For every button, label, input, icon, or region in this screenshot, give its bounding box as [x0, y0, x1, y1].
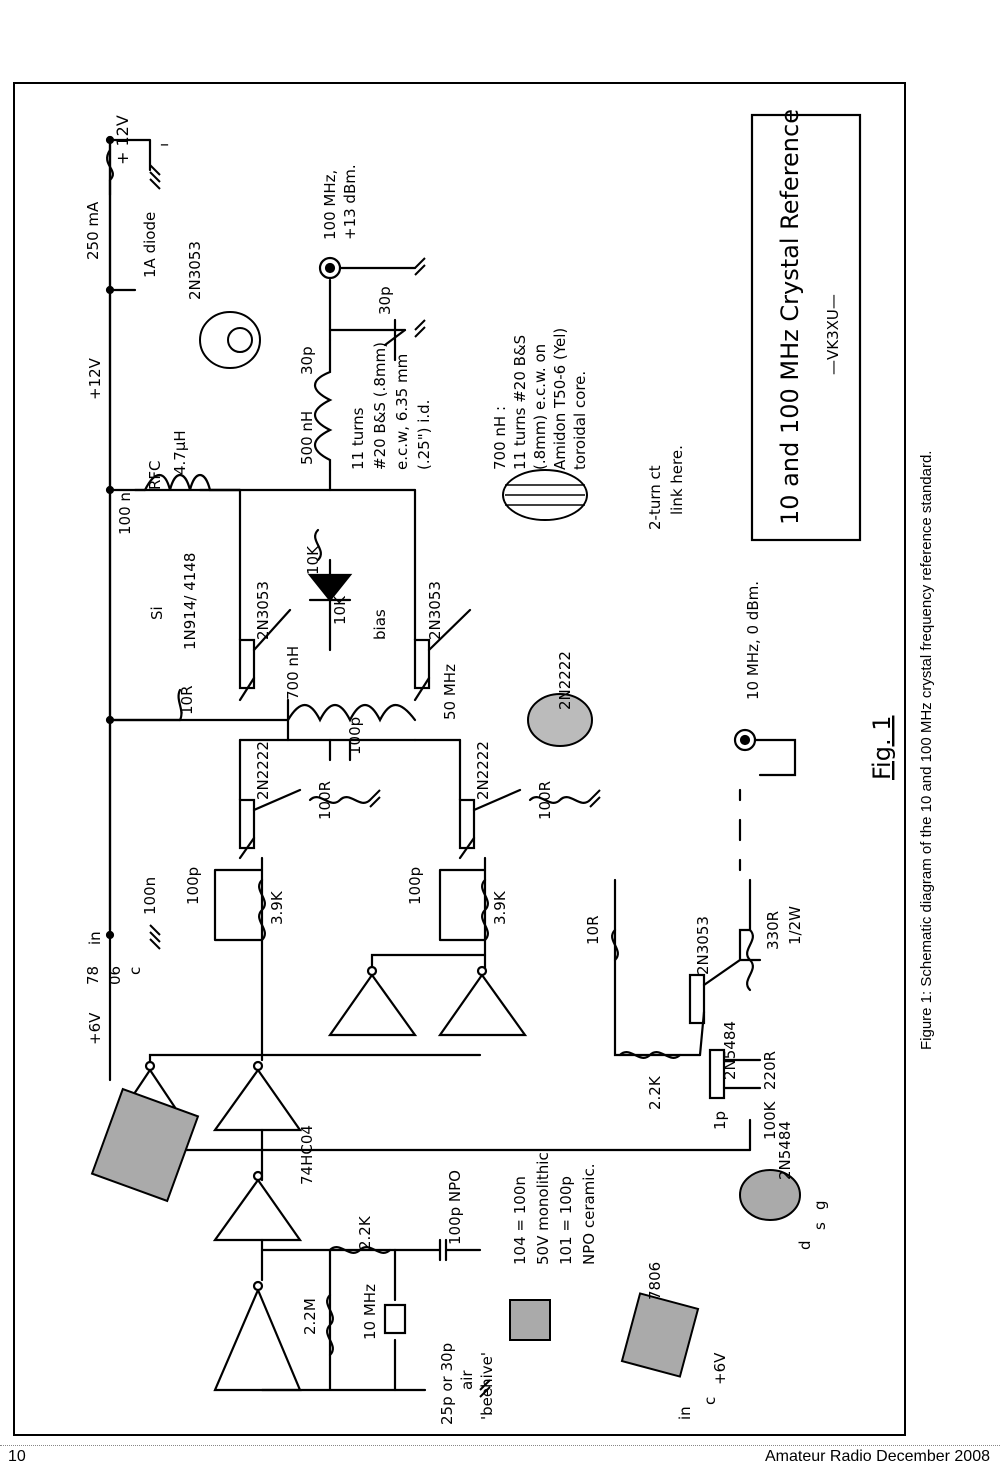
label-ctrim-1: 25p or 30p — [438, 1343, 456, 1425]
label-cap-note-1: 104 = 100n — [511, 1176, 529, 1265]
label-ctrim-3: 'beehive' — [478, 1352, 496, 1420]
label-reg-in: in — [86, 931, 104, 945]
label-diode: 1A diode — [141, 212, 159, 278]
label-q3053-pin: 2N3053 — [186, 241, 204, 300]
diagram-frame — [13, 82, 906, 1436]
label-l500: 500 nH — [298, 411, 316, 465]
label-r330r: 330R — [764, 911, 782, 950]
label-cap-100n-v: 100 n — [116, 492, 134, 535]
label-link-1: 2-turn ct — [646, 465, 664, 530]
title-text: 10 and 100 MHz Crystal Reference — [776, 109, 804, 525]
label-reg-pkg: 7806 — [646, 1262, 664, 1300]
label-c100p-b: 100p — [406, 867, 424, 905]
label-diode-si: Si — [148, 606, 166, 620]
label-q2222-pin: 2N2222 — [556, 651, 574, 710]
label-r330r-w: 1/2W — [786, 906, 804, 945]
label-fet-d: d — [796, 1240, 814, 1250]
component-packages — [90, 311, 801, 1378]
label-out-100: 100 MHz, — [321, 170, 339, 240]
label-r2k2-b: 2.2K — [356, 1215, 374, 1250]
label-r3k9-a: 3.9K — [268, 890, 286, 925]
label-q3053-c: 2N3053 — [694, 916, 712, 975]
footer-rule — [0, 1445, 1000, 1446]
label-r2k2-a: 2.2K — [646, 1075, 664, 1110]
journal-footer: Amateur Radio December 2008 — [764, 1448, 990, 1465]
label-c1p: 1p — [711, 1111, 729, 1130]
label-xtal: 10 MHz — [361, 1284, 379, 1340]
title-box — [750, 113, 862, 542]
author-text: —VK3XU— — [824, 294, 842, 375]
label-toroid-3: (.8mm) e.c.w. on — [531, 344, 549, 470]
label-reg-pin-c: c — [701, 1397, 719, 1405]
label-q3053-b: 2N3053 — [426, 581, 444, 640]
label-r3k9-b: 3.9K — [491, 890, 509, 925]
label-r100r-b: 100R — [536, 781, 554, 820]
label-ic: 74HC04 — [298, 1125, 316, 1185]
label-reg-bottom: 06 — [106, 966, 124, 985]
label-c100p-npo: 100p NPO — [446, 1170, 464, 1245]
label-fuse: 250 mA — [84, 201, 102, 260]
label-bias: bias — [371, 609, 389, 640]
label-fet-g: g — [811, 1200, 829, 1210]
label-coil-3: e.c.w, 6.35 mm — [393, 354, 411, 470]
label-r2m2: 2.2M — [301, 1298, 319, 1335]
label-freq-50: 50 MHz — [441, 664, 459, 720]
label-toroid-5: toroidal core. — [571, 371, 589, 470]
label-rfc-value: 4.7µH — [171, 430, 189, 475]
label-q2222-a: 2N2222 — [254, 741, 272, 800]
label-reg-c: c — [126, 967, 144, 975]
label-cap-note-2: 50V monolithic — [534, 1152, 552, 1265]
label-r10r-a: 10R — [178, 685, 196, 715]
label-cap-note-4: NPO ceramic. — [580, 1164, 598, 1265]
label-r220r: 220R — [761, 1051, 779, 1090]
page-number: 10 — [8, 1448, 26, 1465]
label-q3053-a: 2N3053 — [254, 581, 272, 640]
label-coil-1: 11 turns — [349, 407, 367, 470]
label-diode-type: 1N914/ 4148 — [181, 553, 199, 650]
label-q5484: 2N5484 — [721, 1021, 739, 1080]
label-r10k-a: 10K — [304, 545, 322, 575]
label-toroid-4: Amidon T50-6 (Yel) — [551, 328, 569, 470]
label-r10k-b: 10K — [331, 595, 349, 625]
label-reg-top: 78 — [84, 966, 102, 985]
label-r100k: 100K — [761, 1100, 779, 1140]
label-c100p-c: 100p — [346, 717, 364, 755]
label-cap-note-3: 101 = 100p — [557, 1176, 575, 1265]
figure-caption: Figure 1: Schematic diagram of the 10 an… — [918, 450, 935, 1050]
label-coil-2: #20 B&S (.8mm) — [371, 342, 389, 470]
label-toroid-1: 700 nH : — [491, 406, 509, 470]
label-l700: 700 nH — [284, 646, 302, 700]
label-fet-s: s — [811, 1222, 829, 1230]
label-out-100-level: +13 dBm. — [341, 164, 359, 240]
schematic-wires — [105, 135, 797, 1392]
label-supply-minus: – — [160, 134, 169, 155]
label-reg-pin-out: +6V — [711, 1352, 729, 1385]
label-r100r-a: 100R — [316, 781, 334, 820]
schematic-labels: 10 and 100 MHz Crystal Reference —VK3XU—… — [84, 109, 896, 1425]
label-q5484-pin: 2N5484 — [776, 1121, 794, 1180]
fig-label: Fig. 1 — [868, 716, 896, 781]
label-supply-plus: + 12V — [113, 115, 132, 165]
label-coil-4: (.25") i.d. — [415, 400, 433, 470]
label-reg-pin-in: in — [676, 1406, 694, 1420]
label-rail-6v: +6V — [86, 1012, 104, 1045]
label-rfc: RFC — [146, 460, 164, 490]
label-c100p-a: 100p — [184, 867, 202, 905]
label-rail-12v: +12V — [86, 357, 104, 400]
label-c30p-trim: 30p — [376, 286, 394, 315]
label-c30p: 30p — [298, 346, 316, 375]
label-ctrim-2: air — [458, 1370, 476, 1390]
label-r10r-b: 10R — [584, 915, 602, 945]
label-q2222-b: 2N2222 — [474, 741, 492, 800]
label-toroid-2: 11 turns #20 B&S — [511, 335, 529, 470]
label-cap-100n: 100n — [141, 877, 159, 915]
label-out-10: 10 MHz, 0 dBm. — [744, 581, 762, 700]
label-link-2: link here. — [668, 445, 686, 515]
ground-symbols — [149, 164, 601, 1398]
